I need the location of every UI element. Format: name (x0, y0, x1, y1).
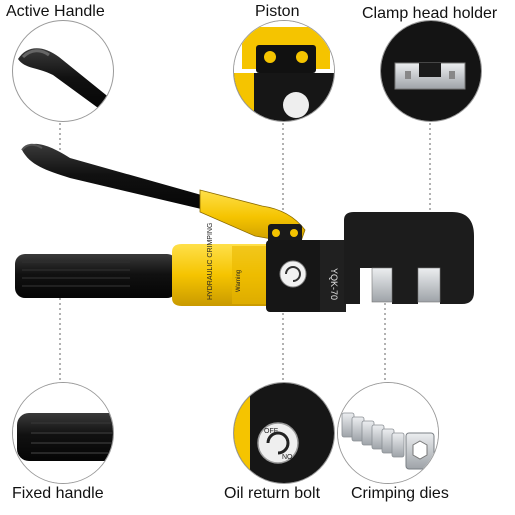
active-handle (21, 143, 214, 212)
yellow-body (172, 244, 268, 306)
label-fixed-handle: Fixed handle (12, 485, 104, 502)
label-clamp-head-holder: Clamp head holder (362, 5, 498, 22)
valve-off-text: OFF (264, 428, 278, 435)
valve-on-text: NO (282, 454, 293, 461)
zoom-oil-return-bolt: OFF NO (233, 382, 335, 484)
clamp-head (344, 212, 474, 304)
zoom-fixed-handle (12, 382, 114, 484)
black-cylinder (266, 240, 346, 312)
warning-text: Warning (236, 270, 242, 292)
zoom-piston (233, 20, 335, 122)
lever-link (199, 189, 306, 245)
label-piston: Piston (255, 3, 300, 20)
body-markings: HYDRAULIC CRIMPING Warning YQK-70 (207, 223, 339, 300)
body-text-main: HYDRAULIC CRIMPING (207, 223, 214, 300)
zoom-active-handle (12, 20, 114, 122)
zoom-clamp-head (380, 20, 482, 122)
zoom-crimping-dies (337, 382, 439, 484)
label-active-handle: Active Handle (6, 3, 105, 20)
model-text: YQK-70 (329, 268, 339, 300)
fixed-handle (15, 254, 177, 298)
label-crimping-dies: Crimping dies (351, 485, 449, 502)
label-oil-return-bolt: Oil return bolt (224, 485, 321, 502)
